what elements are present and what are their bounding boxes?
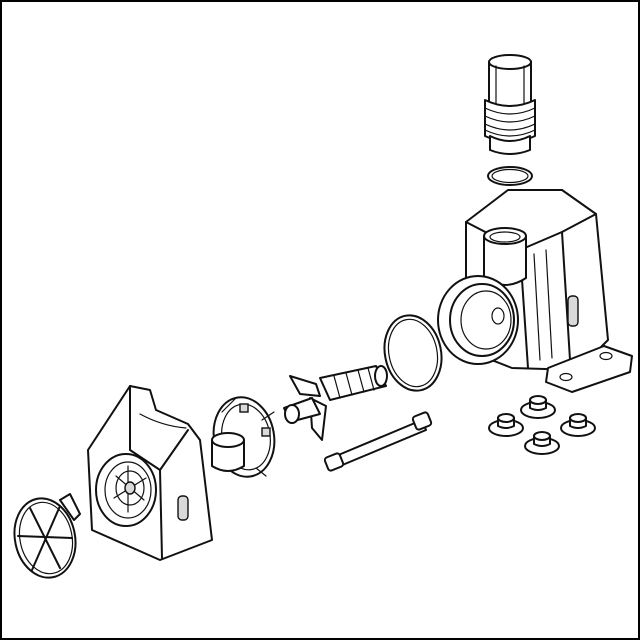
o-ring-small	[487, 166, 533, 186]
suction-cup-2	[488, 413, 524, 437]
suction-cups	[488, 395, 596, 455]
impeller-shaft	[323, 411, 433, 472]
suction-cup-3	[560, 413, 596, 437]
impeller-cover	[211, 396, 276, 478]
front-housing	[87, 385, 213, 561]
suction-cup-1	[520, 395, 556, 419]
o-ring-large	[383, 314, 443, 392]
pump-housing	[437, 189, 633, 393]
intake-strainer	[13, 493, 81, 579]
suction-cup-4	[524, 431, 560, 455]
impeller	[283, 365, 388, 441]
outlet-nozzle	[484, 54, 536, 155]
